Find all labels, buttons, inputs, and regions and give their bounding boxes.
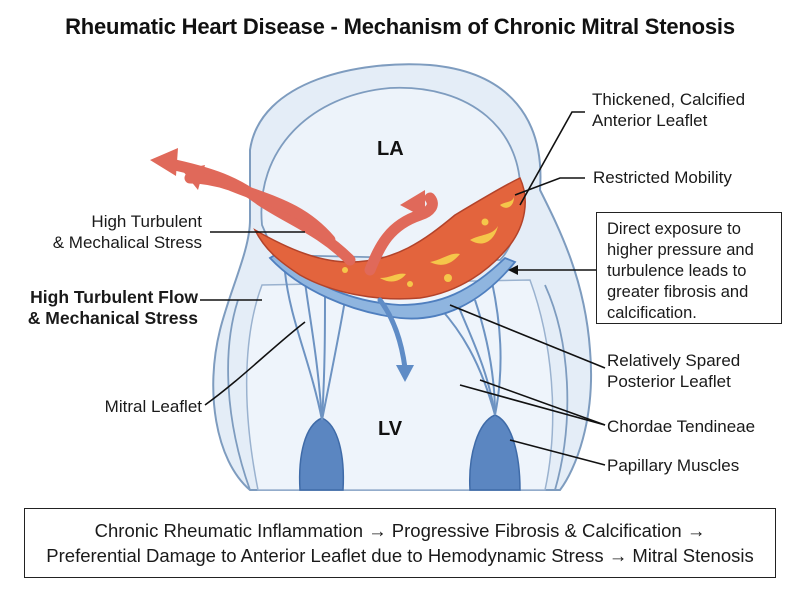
posterior-leaflet bbox=[268, 250, 517, 320]
summary-box: Chronic Rheumatic Inflammation → Progres… bbox=[24, 508, 776, 578]
chordae-tendineae bbox=[284, 271, 502, 421]
ventricular-flow-arrowhead bbox=[396, 365, 414, 382]
label-mitral-leaflet: Mitral Leaflet bbox=[104, 397, 202, 416]
diagram-title: Rheumatic Heart Disease - Mechanism of C… bbox=[65, 14, 735, 39]
papillary-muscle-right bbox=[469, 414, 521, 491]
ventricular-flow-arrows bbox=[377, 297, 408, 371]
chamber-label-la: LA bbox=[377, 138, 404, 160]
label-papillary: Papillary Muscles bbox=[607, 456, 740, 475]
label-thickened-anterior: Thickened, Calcified Anterior Leaflet bbox=[592, 90, 746, 130]
ventricle-wall-right bbox=[544, 284, 569, 491]
chamber-label-lv: LV bbox=[378, 418, 403, 440]
label-high-turbulent-flow: High Turbulent Flow & Mechanical Stress bbox=[27, 287, 198, 328]
label-spared-posterior: Relatively Spared Posterior Leaflet bbox=[607, 351, 741, 391]
label-high-turbulent-stress: High Turbulent & Mechalical Stress bbox=[52, 212, 202, 252]
label-restricted-mobility: Restricted Mobility bbox=[593, 168, 732, 187]
calcification-deposits bbox=[342, 197, 514, 287]
info-box: Direct exposure to higher pressure and t… bbox=[596, 212, 782, 324]
anterior-leaflet bbox=[253, 176, 526, 300]
label-chordae: Chordae Tendineae bbox=[607, 417, 756, 436]
flow-arrowheads bbox=[150, 148, 425, 218]
leader-lines bbox=[200, 111, 606, 466]
